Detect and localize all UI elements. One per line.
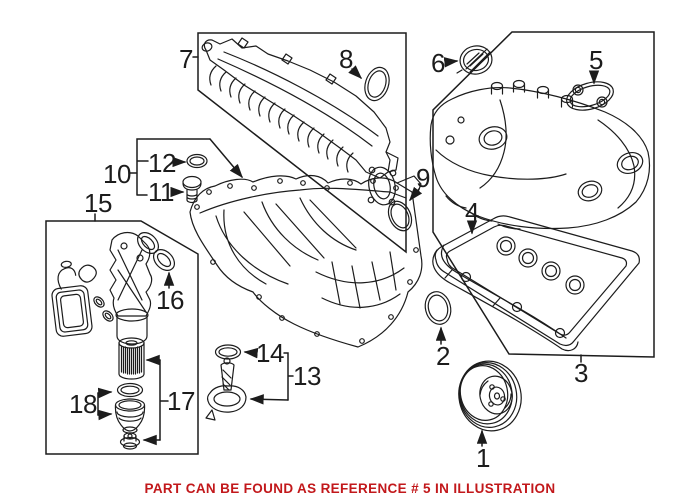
sensor-o-ring-drawing <box>216 345 241 359</box>
filter-boot-drawing <box>115 399 144 433</box>
housing-gasket-16-drawing <box>134 229 179 275</box>
ref-label-8: 8 <box>339 44 353 74</box>
ref-label-13: 13 <box>293 361 321 391</box>
filter-housing-drawing <box>110 233 152 344</box>
ref-label-12: 12 <box>148 148 176 178</box>
profile-gasket-drawing <box>433 245 578 351</box>
ref-label-5: 5 <box>589 45 603 75</box>
gasket-5-drawing <box>563 77 616 115</box>
ref-box-7 <box>198 33 406 252</box>
ref-label-7: 7 <box>179 44 193 74</box>
oil-filler-cap-drawing <box>457 43 494 76</box>
drain-plug-seal-drawing <box>187 155 207 168</box>
ref-label-16: 16 <box>156 285 184 315</box>
crankshaft-pulley-drawing <box>452 355 527 436</box>
filter-o-ring-drawing <box>118 384 143 397</box>
ref-bracket-10 <box>129 139 243 195</box>
illustration-caption: PART CAN BE FOUND AS REFERENCE # 5 IN IL… <box>144 481 556 496</box>
cooler-gaskets-drawing <box>79 265 115 323</box>
valve-cover-bolt-towers <box>492 81 573 108</box>
ref-label-17: 17 <box>167 386 195 416</box>
ref-label-1: 1 <box>476 443 490 473</box>
ref-label-6: 6 <box>431 48 445 78</box>
ref-label-2: 2 <box>436 341 450 371</box>
crankshaft-seal-drawing <box>422 289 454 327</box>
manifold-ribs <box>210 66 353 172</box>
valve-cover-gasket-drawing <box>435 216 639 346</box>
oil-pan-bolt-holes <box>195 179 419 344</box>
seal-9-drawing <box>384 198 416 235</box>
oil-cooler-drawing <box>48 259 93 337</box>
ref-label-14: 14 <box>256 338 284 368</box>
ref-label-11: 11 <box>148 177 174 207</box>
ref-label-15: 15 <box>84 188 112 218</box>
ref-box-15 <box>46 221 198 454</box>
o-ring-8-drawing <box>361 64 393 103</box>
ref-label-3: 3 <box>574 358 588 388</box>
ref-label-4: 4 <box>465 197 479 227</box>
filter-cap-drawing <box>121 433 140 449</box>
valve-cover-drawing <box>430 81 649 230</box>
leader-lines <box>95 57 600 446</box>
intake-manifold-drawing <box>201 38 399 207</box>
ref-label-9: 9 <box>416 163 430 193</box>
oil-sensor-drawing <box>206 358 246 420</box>
ref-label-10: 10 <box>103 159 131 189</box>
oil-pan-drawing <box>190 176 422 347</box>
ref-box-3 <box>433 32 654 357</box>
oil-filter-cartridge-drawing <box>119 338 144 379</box>
drain-plug-drawing <box>183 177 201 203</box>
ref-label-18: 18 <box>69 389 97 419</box>
